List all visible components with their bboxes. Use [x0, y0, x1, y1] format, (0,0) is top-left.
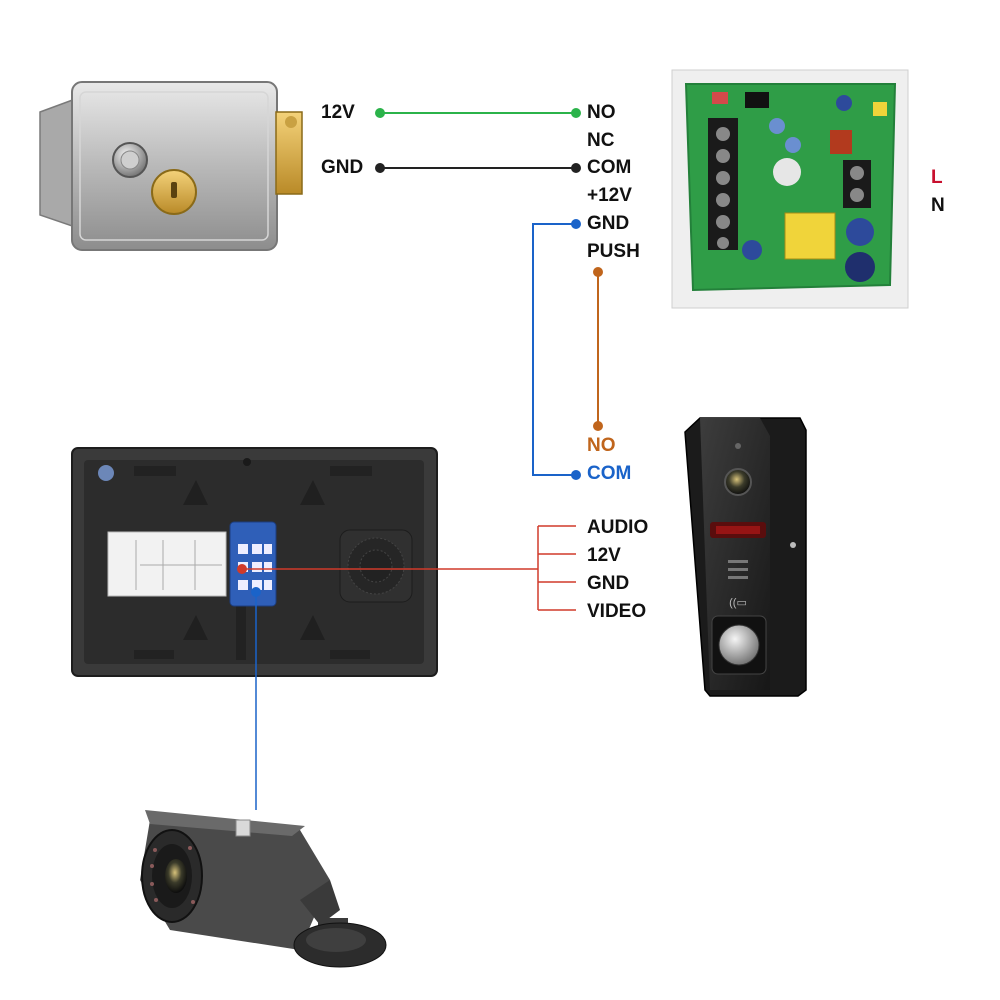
cctv-bullet-camera-icon — [140, 810, 387, 968]
wire-dot — [375, 108, 385, 118]
wires — [237, 108, 603, 810]
mains-n: N — [931, 195, 945, 216]
doorbell-terminal-gnd: GND — [587, 573, 630, 594]
wire-dot — [237, 564, 247, 574]
lock-terminal-12v: 12V — [321, 102, 355, 123]
wire-dot — [251, 587, 261, 597]
power-supply-board-icon — [671, 69, 909, 309]
electric-lock-icon — [39, 81, 303, 251]
svg-text:((▭: ((▭ — [729, 597, 747, 609]
psu-terminal-com: COM — [587, 157, 632, 178]
wire-dot — [571, 219, 581, 229]
wire-dot — [375, 163, 385, 173]
wire-gnd-exit-com — [532, 223, 576, 476]
wire-dot — [593, 267, 603, 277]
wire-dot — [571, 163, 581, 173]
exit-terminal-no: NO — [587, 435, 616, 456]
psu-terminal-no: NO — [587, 102, 616, 123]
doorbell-terminal-video: VIDEO — [587, 601, 647, 622]
doorbell-camera-icon: ((▭ — [684, 417, 807, 697]
doorbell-terminal-12v: 12V — [587, 545, 621, 566]
wire-dot — [571, 108, 581, 118]
exit-terminal-com: COM — [587, 463, 632, 484]
mains-l: L — [931, 167, 943, 188]
psu-terminal-nc: NC — [587, 130, 615, 151]
psu-terminal-12v: +12V — [587, 185, 632, 206]
psu-terminal-gnd: GND — [587, 213, 630, 234]
psu-terminal-push: PUSH — [587, 241, 640, 262]
wire-dot — [571, 470, 581, 480]
doorbell-terminal-audio: AUDIO — [587, 517, 649, 538]
wire-dot — [593, 421, 603, 431]
indoor-monitor-back-icon — [71, 447, 438, 677]
lock-terminal-gnd: GND — [321, 157, 364, 178]
